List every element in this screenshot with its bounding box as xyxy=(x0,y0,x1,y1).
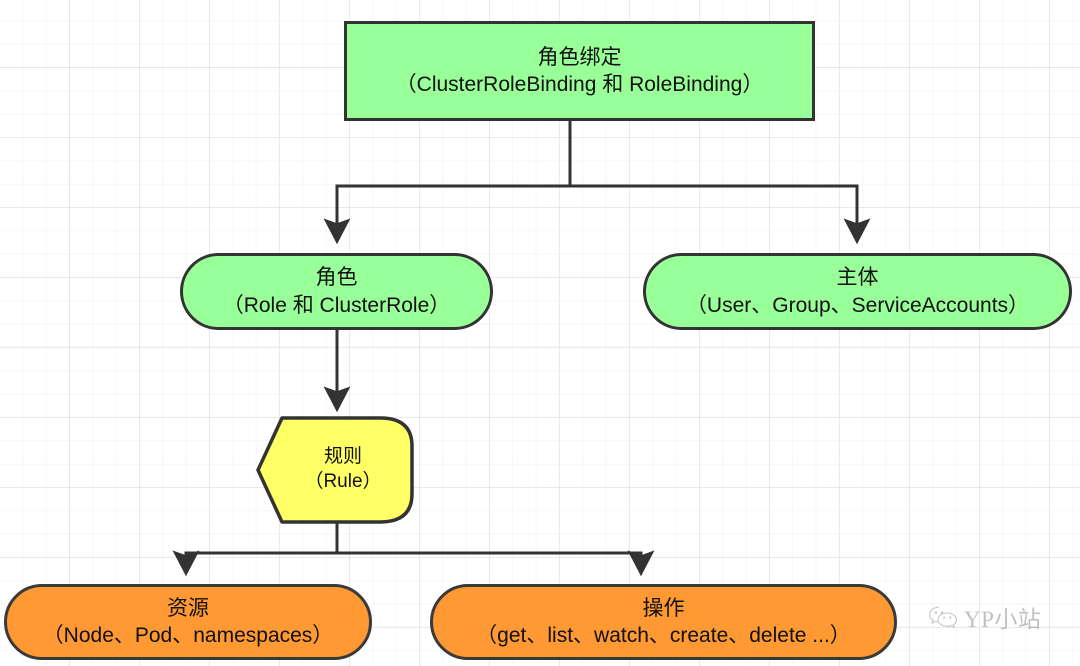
node-role[interactable]: 角色 （Role 和 ClusterRole） xyxy=(180,253,493,330)
node-rule-subtitle: （Rule） xyxy=(304,471,382,492)
node-subject-title: 主体 xyxy=(836,266,879,290)
node-verb-subtitle: （get、list、watch、create、delete ...） xyxy=(476,624,851,647)
node-resource-title: 资源 xyxy=(167,596,209,620)
node-resource-subtitle: （Node、Pod、namespaces） xyxy=(42,624,334,647)
edge-rolebinding-to-role xyxy=(323,121,572,245)
node-role-title: 角色 xyxy=(315,266,358,290)
node-role-binding[interactable]: 角色绑定 （ClusterRoleBinding 和 RoleBinding） xyxy=(344,21,815,121)
node-resource[interactable]: 资源 （Node、Pod、namespaces） xyxy=(4,584,372,660)
node-verb[interactable]: 操作 （get、list、watch、create、delete ...） xyxy=(430,584,897,660)
edge-rule-to-verb xyxy=(337,550,655,577)
node-subject[interactable]: 主体 （User、Group、ServiceAccounts） xyxy=(643,253,1072,330)
wechat-icon xyxy=(929,606,957,629)
node-rule-title: 规则 xyxy=(323,446,362,468)
watermark: YP小站 xyxy=(928,600,1041,634)
node-subject-subtitle: （User、Group、ServiceAccounts） xyxy=(685,293,1030,317)
node-rule-shape xyxy=(256,416,414,524)
node-rule[interactable]: 规则 （Rule） xyxy=(254,414,416,526)
edge-rule-to-resource xyxy=(172,522,339,577)
node-role-binding-subtitle: （ClusterRoleBinding 和 RoleBinding） xyxy=(395,73,764,96)
node-role-subtitle: （Role 和 ClusterRole） xyxy=(222,293,451,317)
node-verb-title: 操作 xyxy=(642,596,685,620)
node-role-binding-title: 角色绑定 xyxy=(537,45,622,69)
edge-rolebinding-to-subject xyxy=(570,184,871,245)
watermark-text: YP小站 xyxy=(964,607,1042,632)
